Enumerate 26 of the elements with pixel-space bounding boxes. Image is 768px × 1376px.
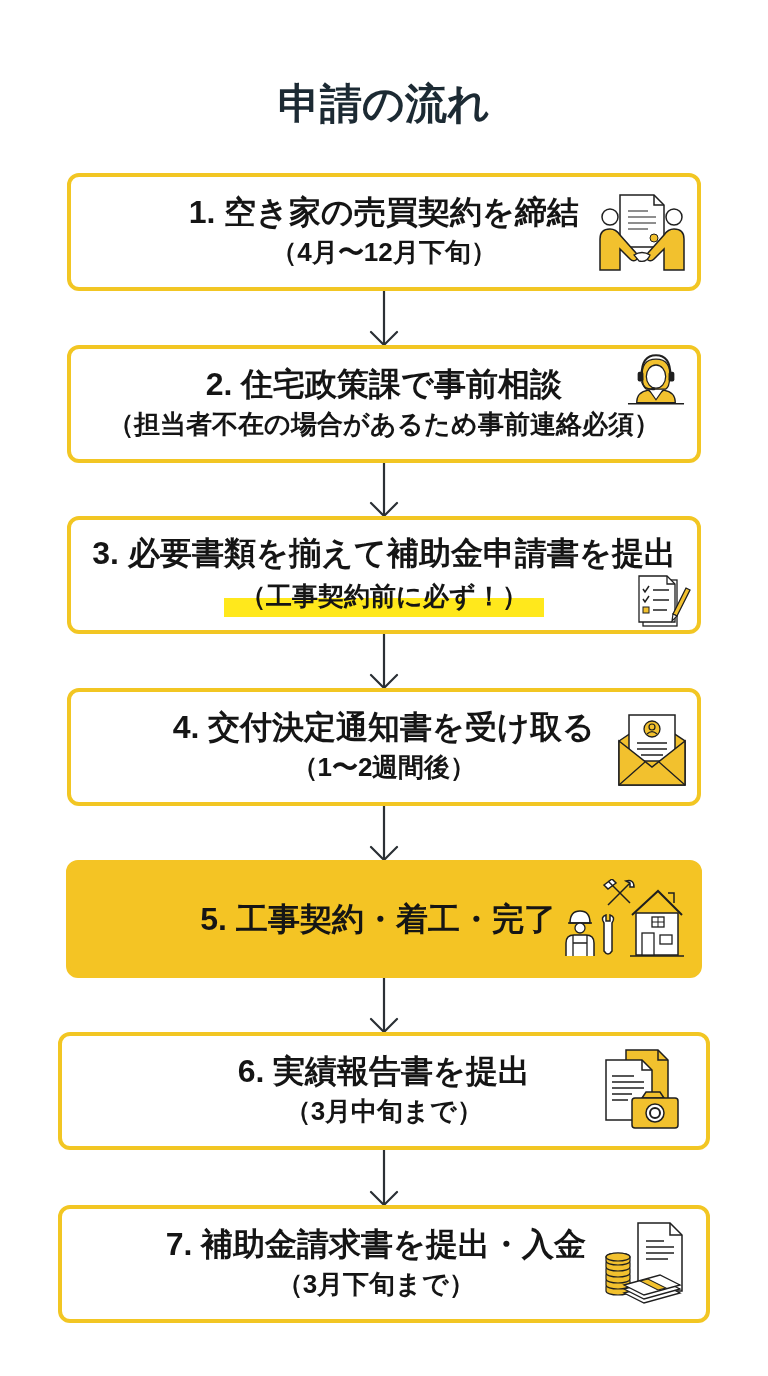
step-box	[67, 516, 701, 634]
step-title: 1. 空き家の売買契約を締結	[188, 193, 580, 232]
arrow	[369, 1150, 399, 1207]
step-note: （3月中旬まで）	[284, 1095, 484, 1128]
step-title: 7. 補助金請求書を提出・入金	[165, 1225, 587, 1264]
step-note: （4月〜12月下旬）	[271, 236, 497, 269]
page-title: 申請の流れ	[277, 79, 491, 129]
step-title: 3. 必要書類を揃えて補助金申請書を提出	[92, 534, 676, 573]
step-box	[58, 1205, 710, 1323]
arrow	[369, 463, 399, 518]
step-title: 2. 住宅政策課で事前相談	[205, 365, 563, 404]
step-note: （1〜2週間後）	[291, 751, 477, 784]
step-title: 6. 実績報告書を提出	[237, 1052, 531, 1091]
step-title: 4. 交付決定通知書を受け取る	[172, 708, 596, 747]
arrow	[369, 634, 399, 690]
step-box	[67, 345, 701, 463]
arrow	[369, 978, 399, 1034]
step-box	[67, 173, 701, 291]
step-box	[67, 688, 701, 806]
arrow	[369, 806, 399, 862]
step-note: （担当者不在の場合があるため事前連絡必須）	[108, 408, 660, 441]
step-note: （3月下旬まで）	[276, 1268, 476, 1301]
step-title: 5. 工事契約・着工・完了	[200, 900, 556, 939]
highlighted-step-box	[66, 860, 702, 978]
step-box	[58, 1032, 710, 1150]
arrow	[369, 291, 399, 347]
